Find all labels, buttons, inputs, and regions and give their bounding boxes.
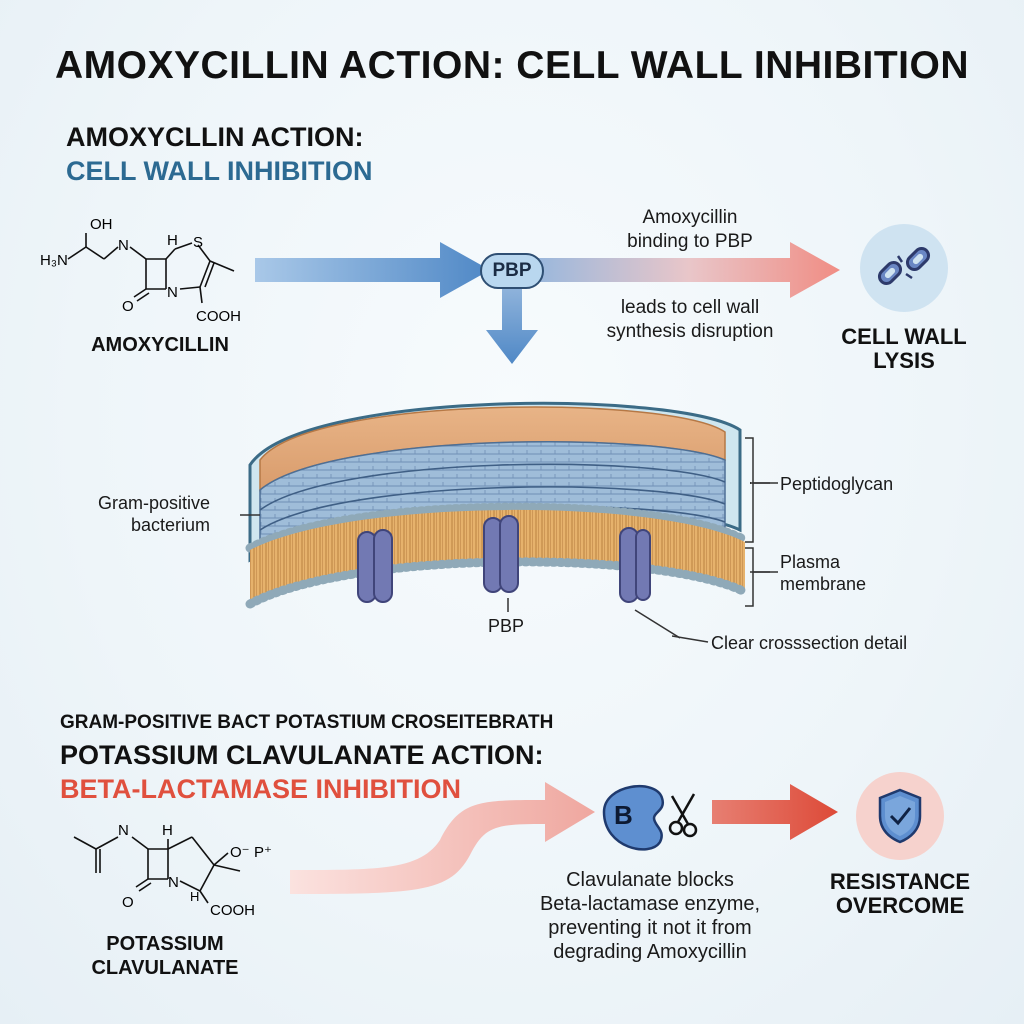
arrow-to-pbp xyxy=(255,242,490,298)
clav-atom-o: O xyxy=(122,894,134,911)
section2-title-line1: POTASSIUM CLAVULANATE ACTION: xyxy=(60,740,544,770)
amoxycillin-structure: OH H₃N N H S O N COOH xyxy=(40,216,241,325)
clav-atom-n2: N xyxy=(168,874,179,891)
clav-atom-cooh: COOH xyxy=(210,902,255,919)
clav-atom-h2: H xyxy=(190,889,199,904)
clavulanate-structure: N H H O⁻ P⁺ O N COOH xyxy=(73,822,272,919)
amox-atom-s: S xyxy=(193,234,203,251)
arrow-s-to-enzyme xyxy=(290,782,595,894)
disruption-caption-line1: leads to cell wall xyxy=(620,297,760,318)
enzyme-caption-line1: Clavulanate blocks xyxy=(566,869,734,891)
amoxycillin-label: AMOXYCILLIN xyxy=(91,334,229,356)
clav-atom-h1: H xyxy=(162,822,173,839)
pbp-diagram-label: PBP xyxy=(487,616,525,636)
membrane-label-line1: Plasma xyxy=(780,552,841,572)
section1-title-line1: AMOXYCLLIN ACTION: xyxy=(66,122,364,152)
enzyme-letter: B xyxy=(614,800,633,830)
crosssection-detail-label: Clear crosssection detail xyxy=(711,633,908,653)
main-title: AMOXYCILLIN ACTION: CELL WALL INHIBITION xyxy=(54,44,970,87)
arrow-down-to-cell xyxy=(486,288,538,364)
broken-chain-icon xyxy=(860,224,948,312)
peptidoglycan-label: Peptidoglycan xyxy=(780,474,894,494)
label-leaders xyxy=(750,482,778,573)
amox-atom-h: H xyxy=(167,232,178,249)
enzyme-caption-line2: Beta-lactamase enzyme, xyxy=(539,893,761,915)
amox-atom-n1: N xyxy=(118,237,129,254)
amox-atom-n2: N xyxy=(167,284,178,301)
enzyme-icon: B xyxy=(602,785,698,851)
membrane-label-line2: membrane xyxy=(780,574,867,594)
cell-wall-crosssection xyxy=(240,401,770,639)
clavulanate-label-line2: CLAVULANATE xyxy=(91,957,239,979)
section1-title-line2: CELL WALL INHIBITION xyxy=(66,156,373,186)
bacterium-label-line1: Gram-positive xyxy=(97,493,210,513)
arrow-to-resistance xyxy=(712,784,838,840)
enzyme-caption-line3: preventing it not it from xyxy=(548,917,752,939)
scissors-icon xyxy=(668,793,698,838)
lysis-label-line2: LYSIS xyxy=(873,348,935,373)
pbp-badge: PBP xyxy=(480,253,544,289)
disruption-caption-line2: synthesis disruption xyxy=(606,321,774,342)
section2-overline: GRAM-POSITIVE BACT POTASTIUM CROSEITEBRA… xyxy=(60,712,554,733)
amox-atom-oh: OH xyxy=(90,216,113,233)
pbp-protein-1 xyxy=(357,529,393,603)
amox-atom-h3n: H₃N xyxy=(40,252,68,269)
clav-atom-o-minus: O⁻ xyxy=(230,844,250,861)
amox-atom-o: O xyxy=(122,298,134,315)
clav-atom-p-plus: P⁺ xyxy=(254,844,272,861)
shield-check-icon xyxy=(856,772,944,860)
pbp-protein-2 xyxy=(483,515,519,593)
resistance-label-line2: OVERCOME xyxy=(835,893,965,918)
binding-caption-line1: Amoxycillin xyxy=(642,207,738,228)
arrow-to-lysis xyxy=(538,242,840,298)
clavulanate-label-line1: POTASSIUM xyxy=(106,933,224,955)
detail-leader xyxy=(672,635,709,643)
pbp-protein-3 xyxy=(619,527,651,603)
bacterium-label-line2: bacterium xyxy=(130,515,210,535)
resistance-label-line1: RESISTANCE xyxy=(829,869,971,894)
section2-title-line2: BETA-LACTAMASE INHIBITION xyxy=(60,774,461,804)
enzyme-caption-line4: degrading Amoxycillin xyxy=(553,941,747,963)
lysis-label-line1: CELL WALL xyxy=(841,324,967,349)
clav-atom-n1: N xyxy=(118,822,129,839)
binding-caption-line2: binding to PBP xyxy=(627,231,753,252)
amox-atom-cooh: COOH xyxy=(196,308,241,325)
